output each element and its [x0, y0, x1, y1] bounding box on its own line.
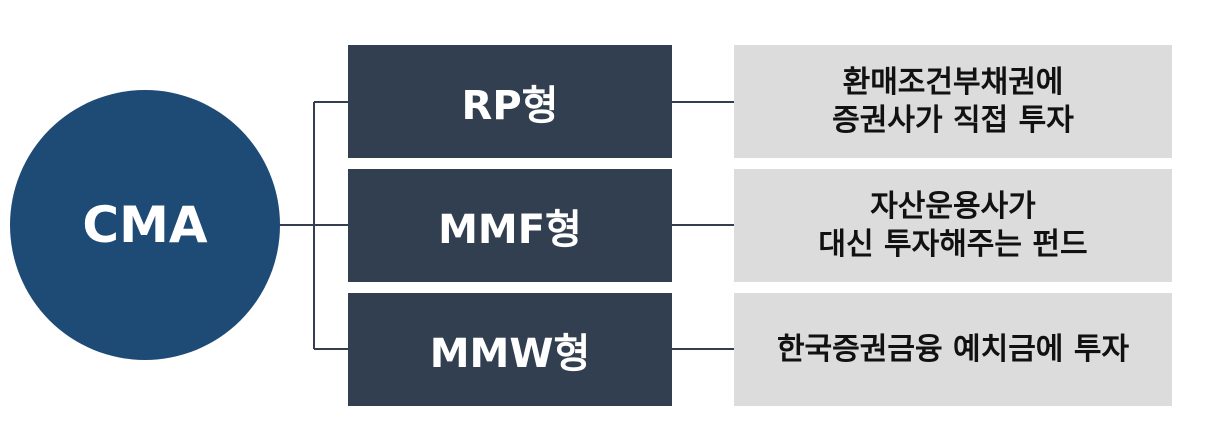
desc-line: 자산운용사가: [870, 188, 1036, 224]
desc-line: 대신 투자해주는 펀드: [818, 226, 1088, 262]
desc-box-mmf: 자산운용사가 대신 투자해주는 펀드: [734, 169, 1172, 282]
desc-line: 증권사가 직접 투자: [832, 102, 1074, 138]
cma-circle: CMA: [10, 90, 280, 360]
desc-box-mmw: 한국증권금융 예치금에 투자: [734, 293, 1172, 406]
type-box-mmf: MMF형: [348, 169, 672, 282]
desc-line: 환매조건부채권에: [842, 64, 1064, 100]
type-label-mmw: MMW형: [429, 330, 591, 377]
type-box-mmw: MMW형: [348, 293, 672, 406]
desc-line: 한국증권금융 예치금에 투자: [776, 331, 1130, 367]
type-box-rp: RP형: [348, 45, 672, 158]
desc-box-rp: 환매조건부채권에 증권사가 직접 투자: [734, 45, 1172, 158]
type-label-mmf: MMF형: [438, 206, 582, 253]
cma-label: CMA: [82, 196, 208, 254]
type-label-rp: RP형: [461, 82, 559, 129]
